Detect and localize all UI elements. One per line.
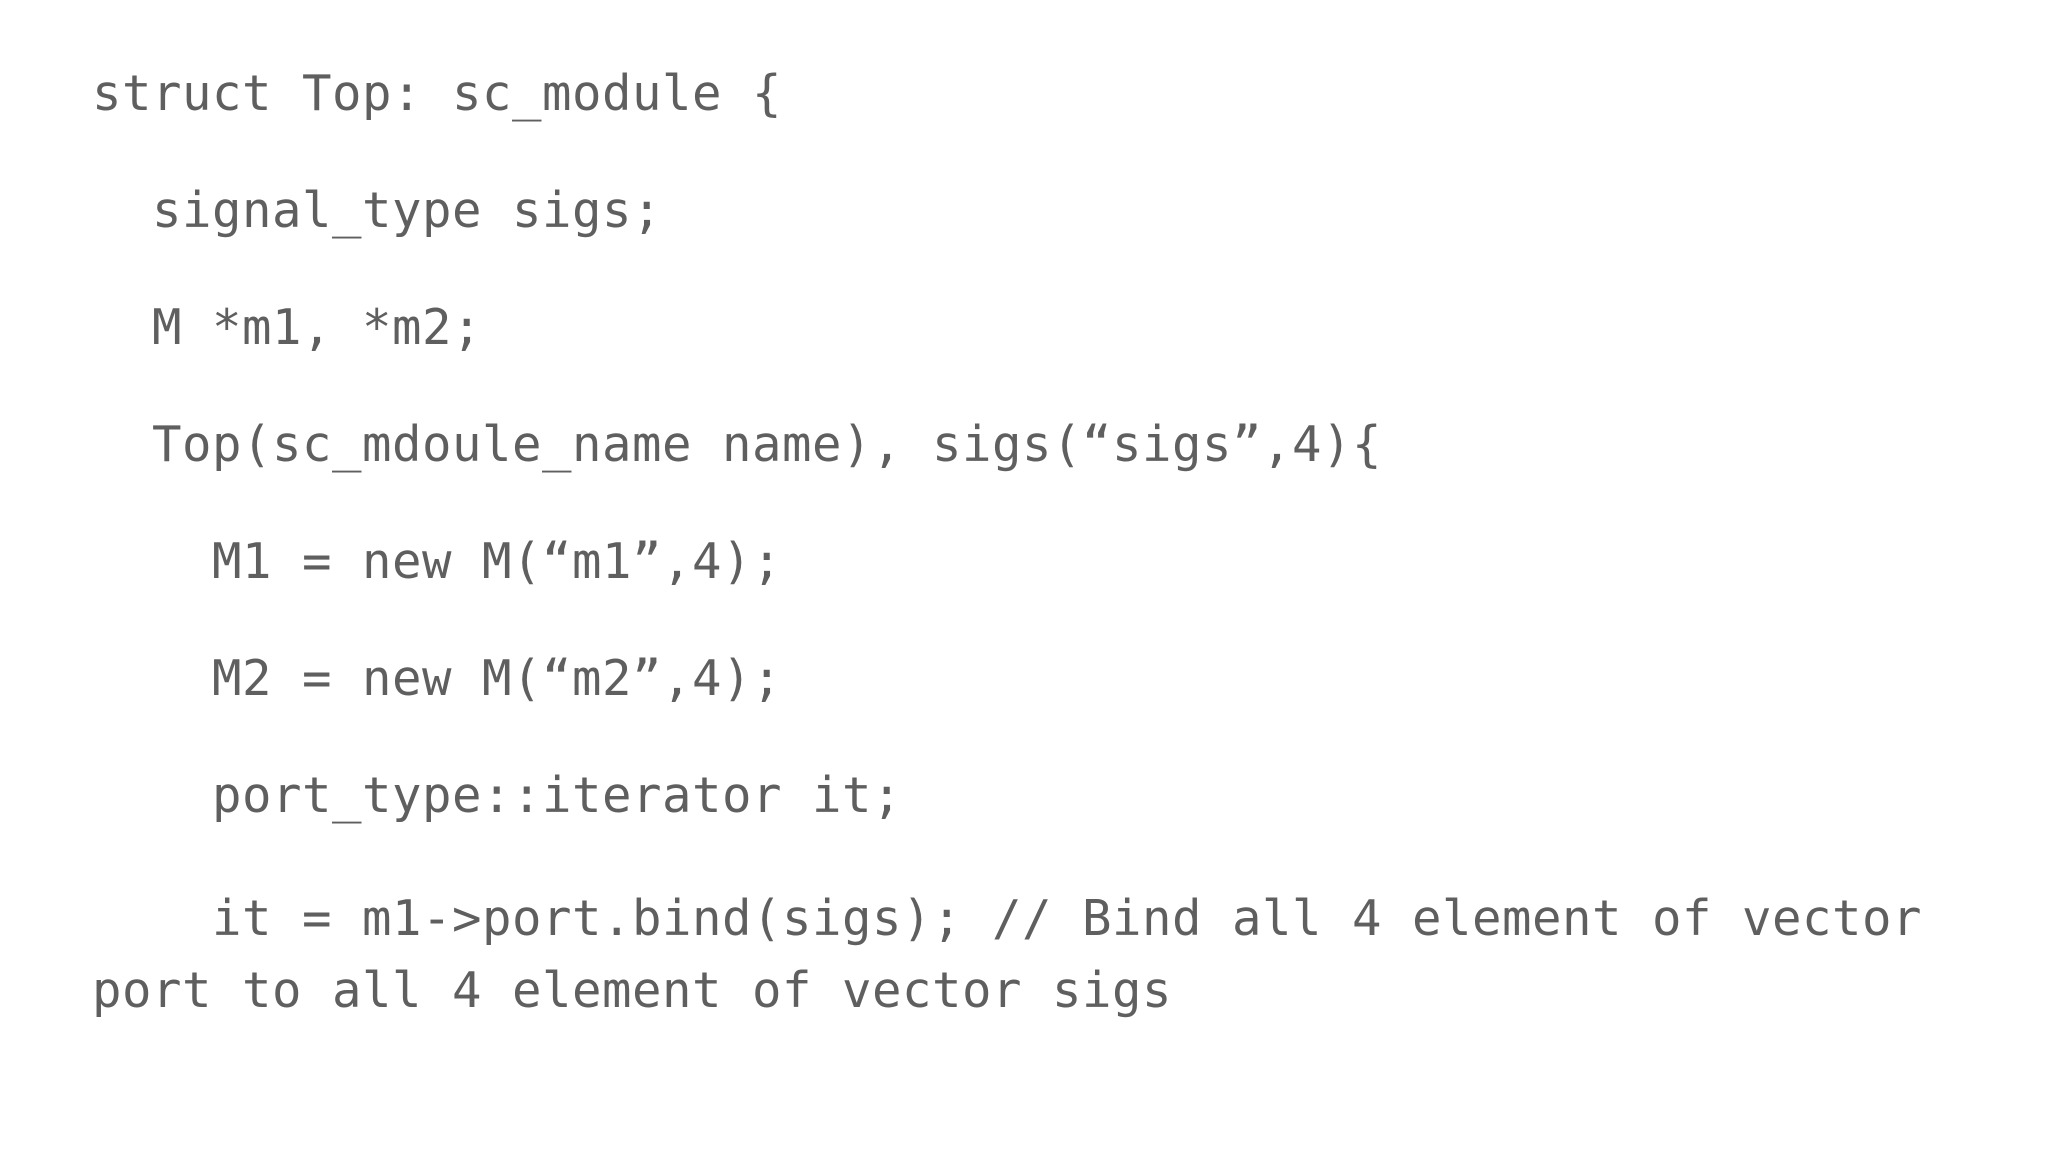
code-line-module-pointers: M *m1, *m2;	[92, 299, 483, 356]
code-line-iterator-decl: port_type::iterator it;	[92, 767, 903, 824]
code-line-signal-decl: signal_type sigs;	[92, 182, 663, 239]
code-line-new-m1: M1 = new M(“m1”,4);	[92, 533, 783, 590]
code-line-struct-decl: struct Top: sc_module {	[92, 65, 783, 122]
code-block: struct Top: sc_module { signal_type sigs…	[92, 64, 1992, 1027]
code-line-constructor: Top(sc_mdoule_name name), sigs(“sigs”,4)…	[92, 416, 1383, 473]
code-line-new-m2: M2 = new M(“m2”,4);	[92, 650, 783, 707]
code-line-bind-comment: it = m1->port.bind(sigs); // Bind all 4 …	[92, 890, 1953, 1019]
